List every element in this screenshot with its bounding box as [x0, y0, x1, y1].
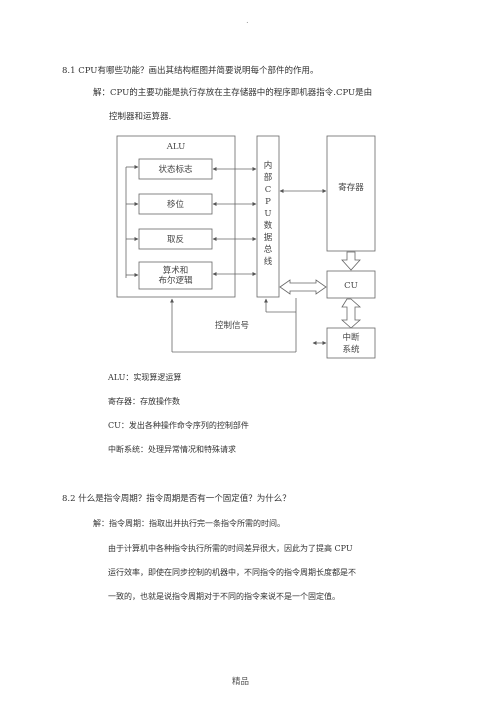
- cu-interrupt-arrow: [340, 298, 362, 329]
- question-8-2: 8.2 什么是指令周期？指令周期是否有一个固定值？为什么？: [62, 494, 291, 504]
- interrupt-box: [326, 327, 376, 359]
- internal-bus-label-char: 内: [264, 160, 273, 171]
- internal-bus-label-char: 部: [264, 172, 273, 183]
- shift-box: [138, 193, 213, 215]
- answer-8-2-body2: 运行效率，即使在同步控制的机器中，不同指令的指令周期长度都是不: [108, 568, 356, 577]
- internal-bus-label-char: P: [265, 197, 271, 207]
- bus-cu-arrow: [279, 279, 327, 295]
- internal-bus-label-char: 据: [264, 232, 273, 243]
- definition-register: 寄存器：存放操作数: [108, 397, 180, 406]
- alu-label: ALU: [166, 142, 185, 152]
- header-dot: .: [246, 16, 249, 26]
- arith-logic-label: 算术和布尔逻辑: [158, 265, 193, 286]
- invert-label: 取反: [167, 234, 184, 245]
- internal-bus-box: [256, 135, 280, 298]
- interrupt-label: 中断系统: [342, 332, 360, 355]
- answer-8-1-line2: 控制器和运算器.: [109, 112, 172, 122]
- control-signal-label: 控制信号: [215, 320, 249, 331]
- definition-alu: ALU：实现算逻运算: [108, 373, 182, 382]
- invert-box: [138, 228, 213, 250]
- shift-label: 移位: [167, 199, 185, 210]
- footer-label: 精品: [232, 677, 250, 687]
- status-flag-label: 状态标志: [158, 164, 193, 175]
- internal-bus-label-char: 总: [264, 244, 273, 255]
- internal-bus-label-char: U: [264, 209, 271, 219]
- cu-box: [326, 270, 376, 299]
- definition-cu: CU：发出各种操作命令序列的控制部件: [108, 421, 249, 430]
- answer-8-2-line1: 解：指令周期：指取出并执行完一条指令所需的时间。: [93, 519, 285, 528]
- register-label: 寄存器: [338, 182, 364, 193]
- internal-bus-label-char: C: [265, 185, 272, 195]
- register-to-cu-arrow: [341, 251, 361, 271]
- interrupt-label-line: 中断: [342, 332, 360, 343]
- interrupt-label-line: 系统: [342, 344, 360, 355]
- cu-label: CU: [344, 281, 358, 291]
- arith-logic-label-line: 布尔逻辑: [158, 275, 193, 286]
- definition-interrupt: 中断系统：处理异常情况和特殊请求: [108, 445, 236, 454]
- register-box: [326, 135, 376, 252]
- question-8-1: 8.1 CPU有哪些功能？画出其结构框图并简要说明每个部件的作用。: [62, 66, 319, 76]
- answer-8-2-body1: 由于计算机中各种指令执行所需的时间差异很大，因此为了提高 CPU: [108, 544, 353, 553]
- answer-8-1-line1: 解：CPU的主要功能是执行存放在主存储器中的程序即机器指令.CPU是由: [93, 88, 373, 98]
- internal-bus-label-char: 数: [264, 220, 273, 231]
- arith-logic-box: [138, 261, 213, 290]
- internal-bus-label-char: 线: [264, 256, 273, 267]
- answer-8-2-body3: 一致的，也就是说指令周期对于不同的指令来说不是一个固定值。: [108, 592, 340, 601]
- status-flag-box: [138, 158, 213, 180]
- arith-logic-label-line: 算术和: [163, 265, 189, 276]
